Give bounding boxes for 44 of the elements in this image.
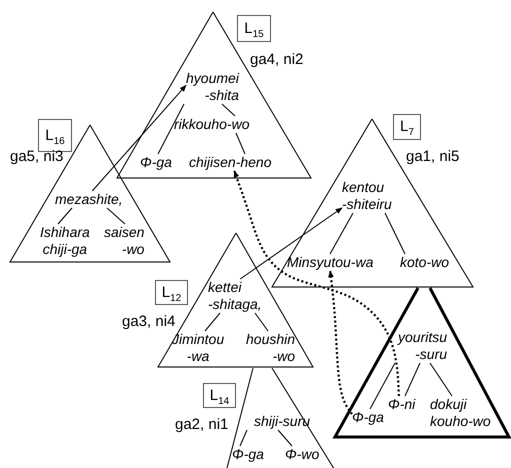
word-label: houshin -wo (246, 331, 296, 365)
word-label: chijisen-heno (189, 154, 272, 171)
tree-branch-line (204, 312, 220, 332)
case-count-label: ga1, ni5 (406, 148, 460, 165)
word-label: rikkouho-wo (174, 116, 250, 133)
word-label: koto-wo (400, 254, 450, 271)
arrow (240, 207, 343, 280)
tree-branch-line (404, 362, 420, 396)
dotted-arrow (233, 170, 400, 396)
word-label: Φ-ga (352, 409, 384, 426)
level-label: L$_{7}$ (393, 114, 421, 140)
tree-branch-line (370, 362, 396, 410)
word-label: Φ-wo (285, 446, 320, 463)
tree-branch-line (254, 312, 268, 332)
word-label: youritsu -suru (398, 329, 448, 363)
tree-branch-line (384, 212, 406, 254)
word-label: Φ-ga (232, 446, 264, 463)
word-label: dokuji kouho-wo (430, 396, 491, 430)
tree-branch-line (236, 132, 246, 154)
word-label: Φ-ni (388, 396, 416, 413)
word-label: kentou -shiteiru (342, 179, 392, 213)
word-label: mezashite, (55, 191, 123, 208)
case-count-label: ga4, ni2 (250, 51, 304, 68)
level-label: L$_{14}$ (203, 383, 236, 408)
arrow (92, 84, 186, 192)
case-count-label: ga3, ni4 (122, 313, 176, 330)
tree-branch-line (58, 208, 72, 224)
word-label: Minsyutou-wa (287, 254, 374, 271)
case-count-label: ga2, ni1 (175, 416, 228, 433)
tree-branch-line (240, 430, 248, 446)
word-label: kettei -shitaga, (208, 279, 262, 313)
tree-branch-line (330, 212, 354, 254)
tree-branch-line (222, 104, 236, 116)
tree-branch-line (430, 362, 452, 396)
word-label: Ishihara chiji-ga (40, 224, 90, 258)
level-label: L$_{12}$ (155, 280, 188, 305)
dotted-arrow (328, 270, 353, 415)
level-label: L$_{15}$ (237, 15, 271, 42)
word-label: Φ-ga (140, 154, 172, 171)
tree-branch-line (106, 208, 126, 224)
word-label: saisen -wo (104, 224, 144, 258)
tree-branch-line (158, 104, 184, 154)
word-label: hyoumei -shita (186, 70, 239, 104)
tree-branch-line (278, 430, 292, 446)
